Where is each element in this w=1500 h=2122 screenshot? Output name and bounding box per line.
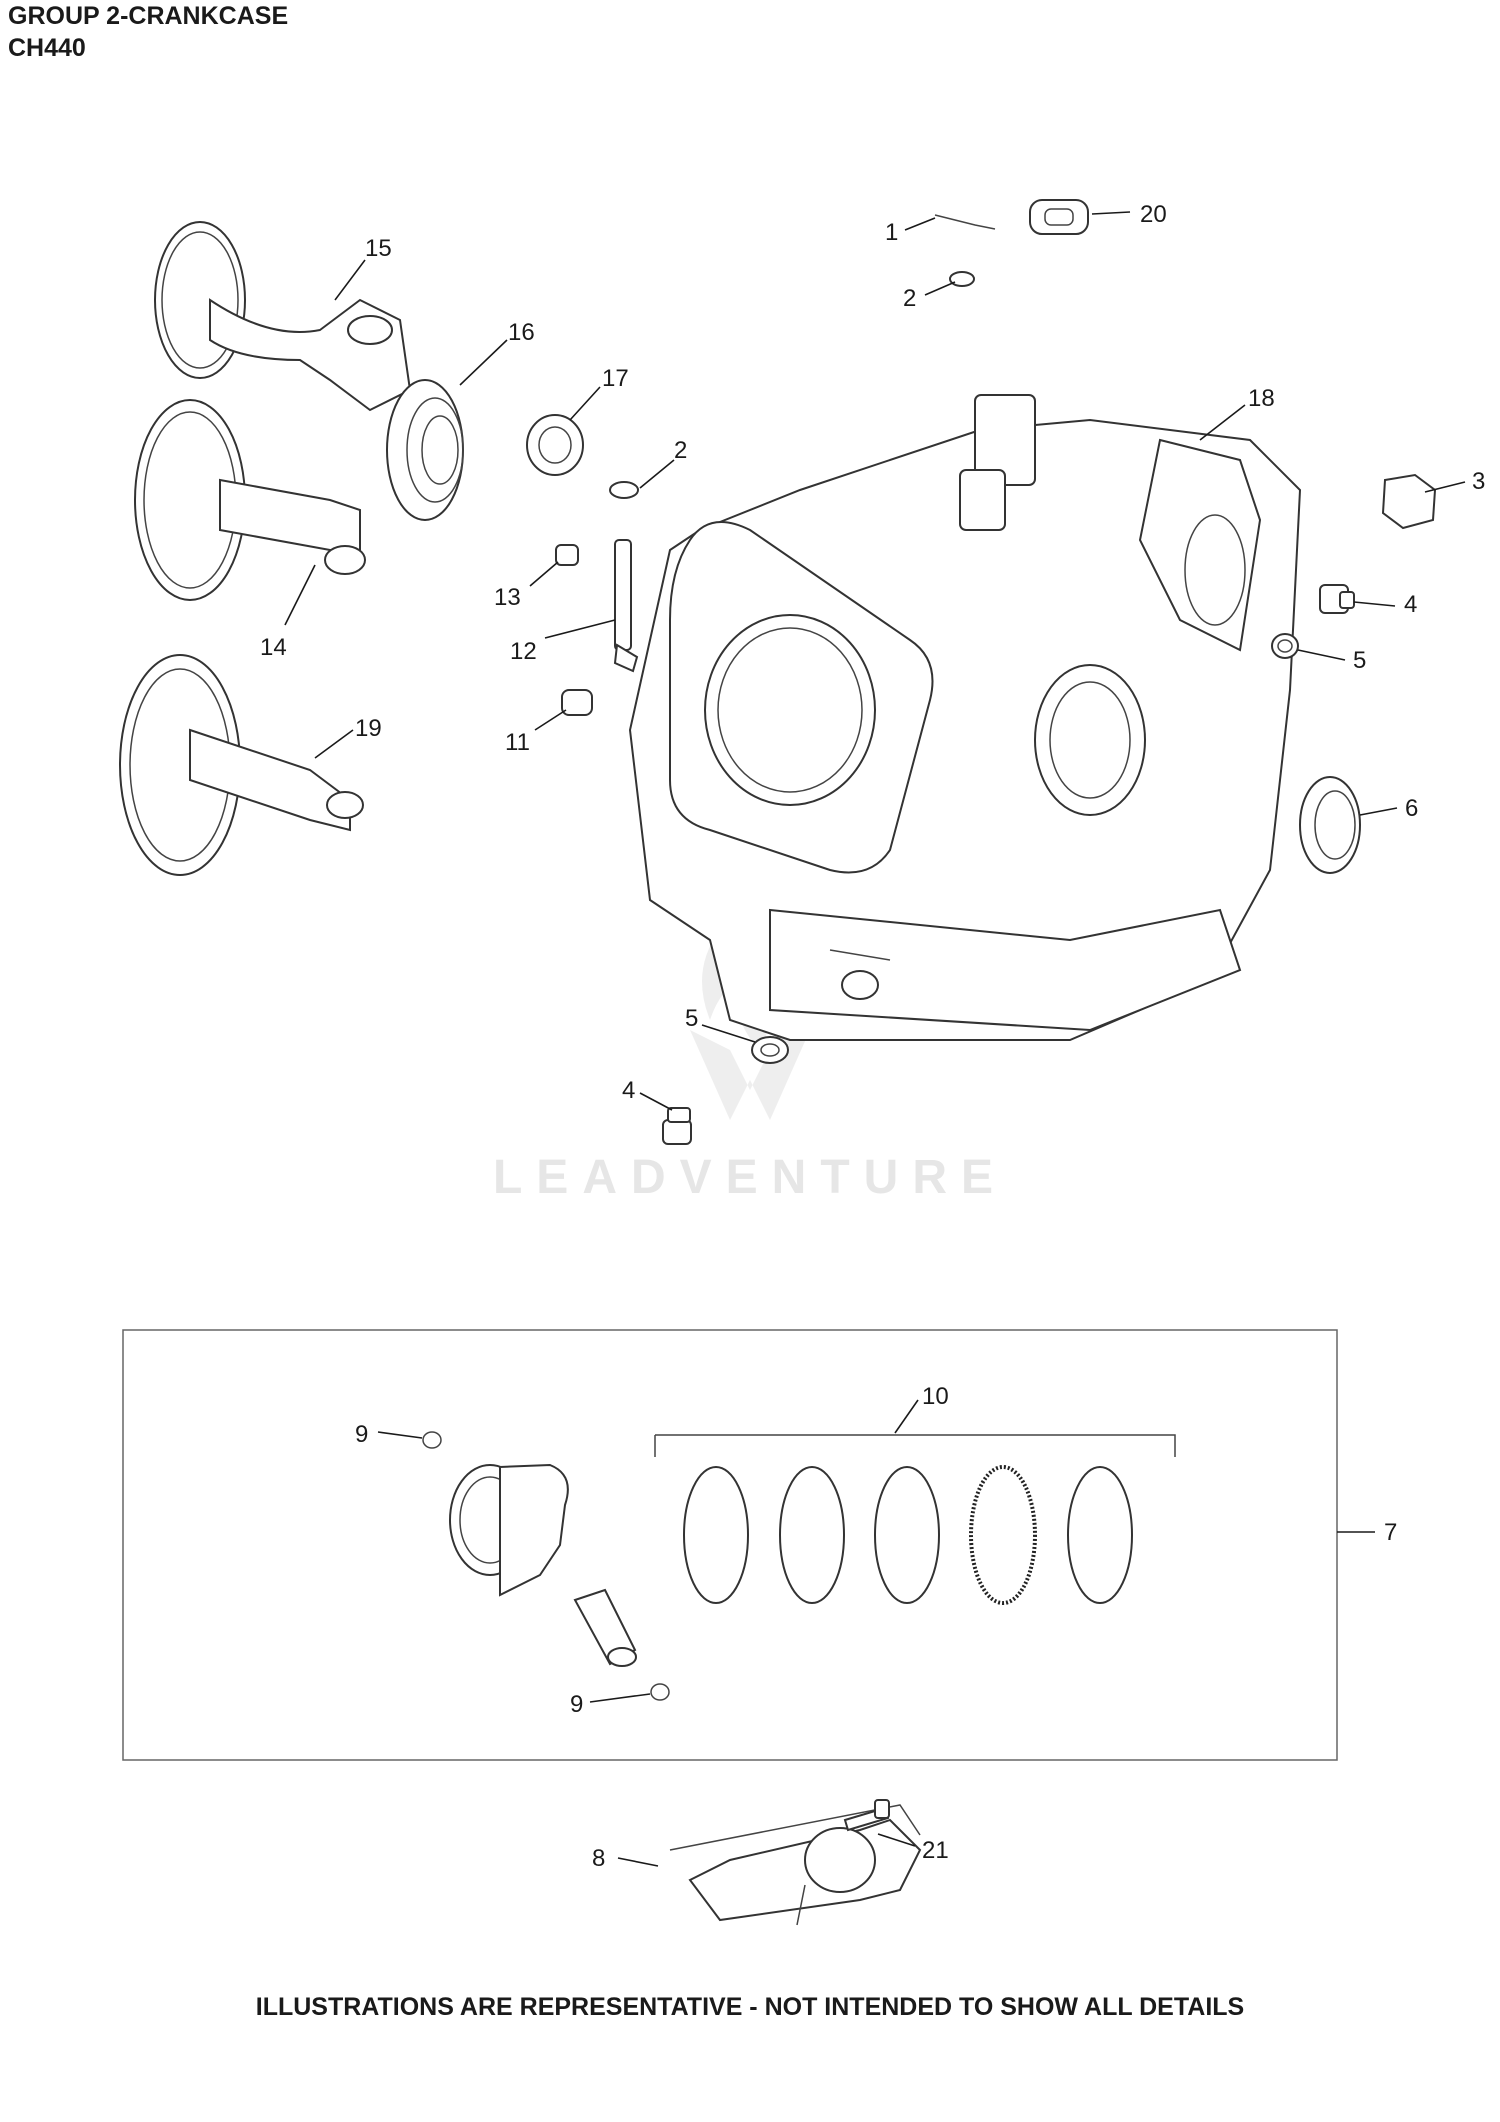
part-2-washer-mid xyxy=(609,481,639,499)
svg-text:20: 20 xyxy=(1140,201,1167,228)
disclaimer-footer: ILLUSTRATIONS ARE REPRESENTATIVE - NOT I… xyxy=(255,1993,1245,2021)
callouts: 1 20 2 15 16 17 2 18 xyxy=(260,201,1485,1872)
callout-2-mid: 2 xyxy=(639,437,687,489)
part-18-crankcase xyxy=(628,394,1302,1041)
callout-21: 21 xyxy=(877,1833,949,1864)
part-5-washer-right xyxy=(1271,633,1299,659)
part-4-plug-bottom xyxy=(662,1107,692,1145)
svg-text:4: 4 xyxy=(1404,591,1417,618)
header: GROUP 2-CRANKCASE CH440 xyxy=(8,0,288,64)
part-14-gear-shaft xyxy=(134,399,366,601)
svg-text:4: 4 xyxy=(622,1077,635,1104)
svg-text:5: 5 xyxy=(685,1005,698,1032)
callout-2-top: 2 xyxy=(903,281,956,312)
svg-text:11: 11 xyxy=(505,729,530,756)
callout-16: 16 xyxy=(459,319,535,386)
part-3-cap xyxy=(1381,473,1437,530)
model-number: CH440 xyxy=(8,34,86,62)
callout-7: 7 xyxy=(1337,1519,1397,1546)
svg-text:17: 17 xyxy=(602,365,629,392)
svg-text:13: 13 xyxy=(494,584,521,611)
callout-17: 17 xyxy=(569,365,629,421)
svg-text:15: 15 xyxy=(365,235,392,262)
callout-9-bottom: 9 xyxy=(570,1691,651,1718)
callout-4-right: 4 xyxy=(1353,591,1417,618)
svg-text:2: 2 xyxy=(903,285,916,312)
part-11-plug xyxy=(561,689,593,716)
svg-text:2: 2 xyxy=(674,437,687,464)
part-piston xyxy=(449,1463,569,1597)
part-19-camshaft xyxy=(119,654,364,876)
part-6-oil-seal xyxy=(1299,776,1361,874)
part-21-bolt xyxy=(843,1799,890,1832)
part-10-ring-set xyxy=(654,1434,1176,1605)
part-2-washer-top xyxy=(949,271,975,287)
svg-text:10: 10 xyxy=(922,1383,949,1410)
svg-text:14: 14 xyxy=(260,634,287,661)
callout-5-bottom: 5 xyxy=(685,1005,756,1043)
callout-13: 13 xyxy=(494,561,559,611)
part-17-bearing xyxy=(526,414,584,476)
callout-18: 18 xyxy=(1199,385,1275,441)
svg-text:19: 19 xyxy=(355,715,382,742)
svg-text:1: 1 xyxy=(885,219,898,246)
callout-19: 19 xyxy=(314,715,382,759)
piston-kit-frame xyxy=(122,1329,1338,1761)
svg-text:16: 16 xyxy=(508,319,535,346)
svg-text:5: 5 xyxy=(1353,647,1366,674)
callout-20: 20 xyxy=(1091,201,1167,228)
part-9-clip-bottom xyxy=(650,1683,670,1701)
part-5-washer-bottom xyxy=(751,1036,789,1064)
watermark-text: LEADVENTURE xyxy=(492,1151,1008,1204)
svg-text:7: 7 xyxy=(1384,1519,1397,1546)
part-4-plug-right xyxy=(1319,584,1355,614)
svg-text:8: 8 xyxy=(592,1845,605,1872)
svg-text:3: 3 xyxy=(1472,468,1485,495)
svg-text:9: 9 xyxy=(355,1421,368,1448)
callout-9-top: 9 xyxy=(355,1421,423,1448)
callout-14: 14 xyxy=(260,564,316,661)
part-9-clip-top xyxy=(422,1431,442,1449)
part-8-connecting-rod xyxy=(669,1804,922,1926)
part-13-dowel xyxy=(555,544,579,566)
svg-text:9: 9 xyxy=(570,1691,583,1718)
svg-text:6: 6 xyxy=(1405,795,1418,822)
callout-6: 6 xyxy=(1359,795,1418,822)
callout-12: 12 xyxy=(510,619,616,665)
callout-8: 8 xyxy=(592,1845,659,1872)
part-12-rod xyxy=(613,539,639,673)
callout-5-right: 5 xyxy=(1297,647,1366,674)
callout-10: 10 xyxy=(894,1383,949,1434)
callout-1: 1 xyxy=(885,217,936,246)
page-title: GROUP 2-CRANKCASE xyxy=(8,2,289,30)
part-16-bearing xyxy=(386,379,464,521)
callout-4-bottom: 4 xyxy=(622,1077,673,1111)
callout-15: 15 xyxy=(334,235,392,301)
svg-text:18: 18 xyxy=(1248,385,1275,412)
svg-text:21: 21 xyxy=(922,1837,949,1864)
part-1-pin xyxy=(934,214,996,230)
part-20-gasket xyxy=(1029,199,1089,235)
part-piston-pin xyxy=(573,1588,637,1667)
callout-11: 11 xyxy=(505,709,567,756)
svg-text:12: 12 xyxy=(510,638,537,665)
callout-3: 3 xyxy=(1424,468,1485,495)
